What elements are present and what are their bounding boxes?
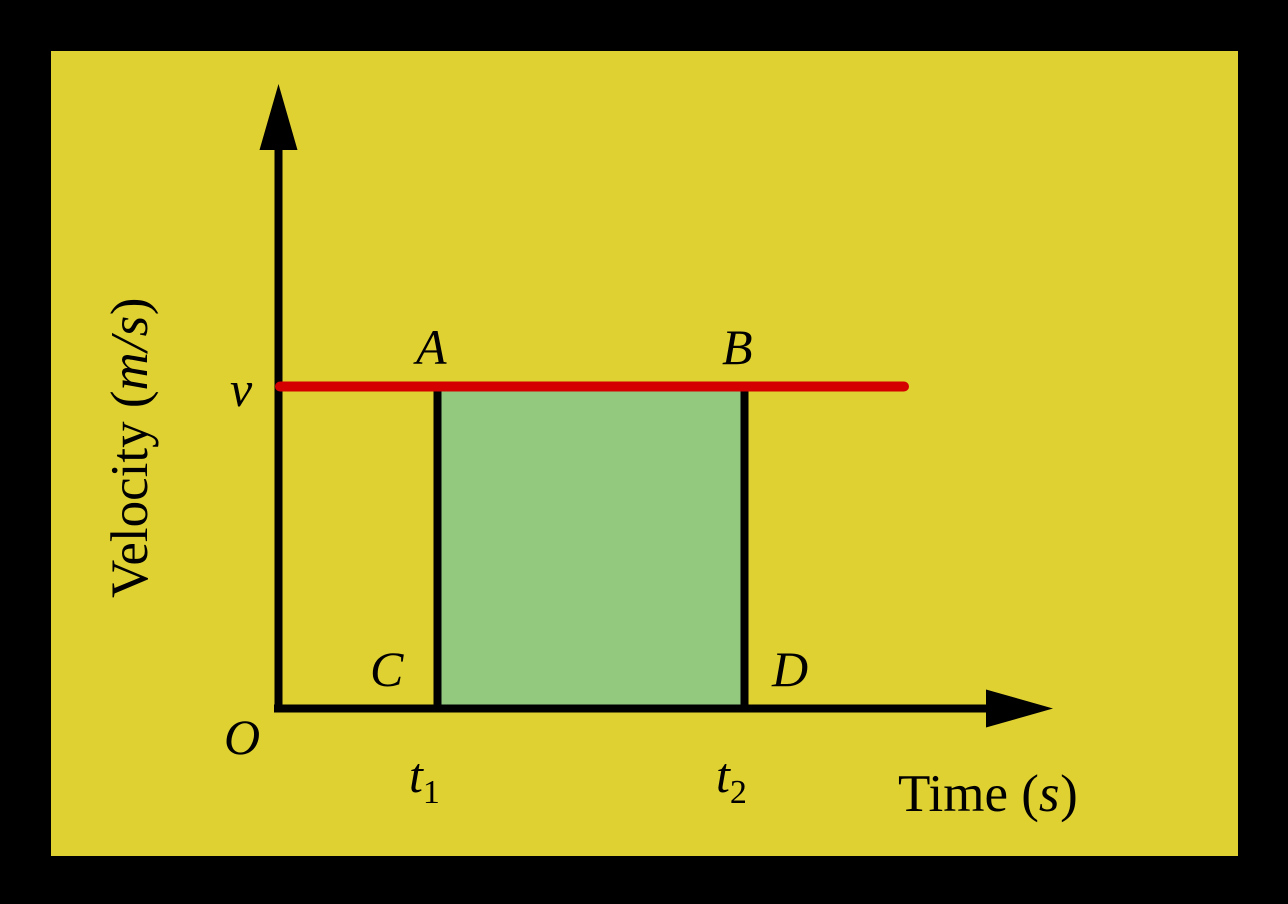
- x-tick-label-t2: t2: [716, 750, 747, 810]
- x-axis-unit-open-paren: (: [1021, 765, 1039, 823]
- x-tick-t2-base: t: [716, 747, 730, 803]
- x-tick-label-t1: t1: [409, 750, 440, 810]
- y-axis-unit-open-paren: (: [101, 390, 159, 409]
- y-tick-label-v: v: [230, 361, 253, 417]
- x-axis-title: Time (s): [898, 768, 1078, 821]
- point-label-d: D: [772, 641, 809, 697]
- x-axis-unit-text: s: [1038, 765, 1061, 823]
- x-tick-t1-subscript: 1: [422, 774, 440, 811]
- y-axis-title: Velocity (m/s): [101, 0, 164, 598]
- y-axis-arrow-icon: [259, 84, 298, 150]
- x-axis-unit-close-paren: ): [1060, 765, 1078, 823]
- y-axis-unit-text: m/s: [101, 315, 159, 391]
- origin-label: O: [224, 709, 261, 765]
- displacement-area-rect: [437, 388, 744, 708]
- x-tick-t1-base: t: [409, 747, 423, 803]
- y-axis-unit-close-paren: ): [101, 297, 159, 316]
- point-label-a: A: [416, 319, 447, 375]
- point-label-c: C: [370, 641, 404, 697]
- point-label-b: B: [722, 319, 753, 375]
- x-tick-t2-subscript: 2: [729, 774, 747, 811]
- x-axis-arrow-icon: [986, 689, 1053, 728]
- y-axis-title-text: Velocity: [101, 421, 159, 598]
- x-axis-title-text: Time: [898, 765, 1008, 823]
